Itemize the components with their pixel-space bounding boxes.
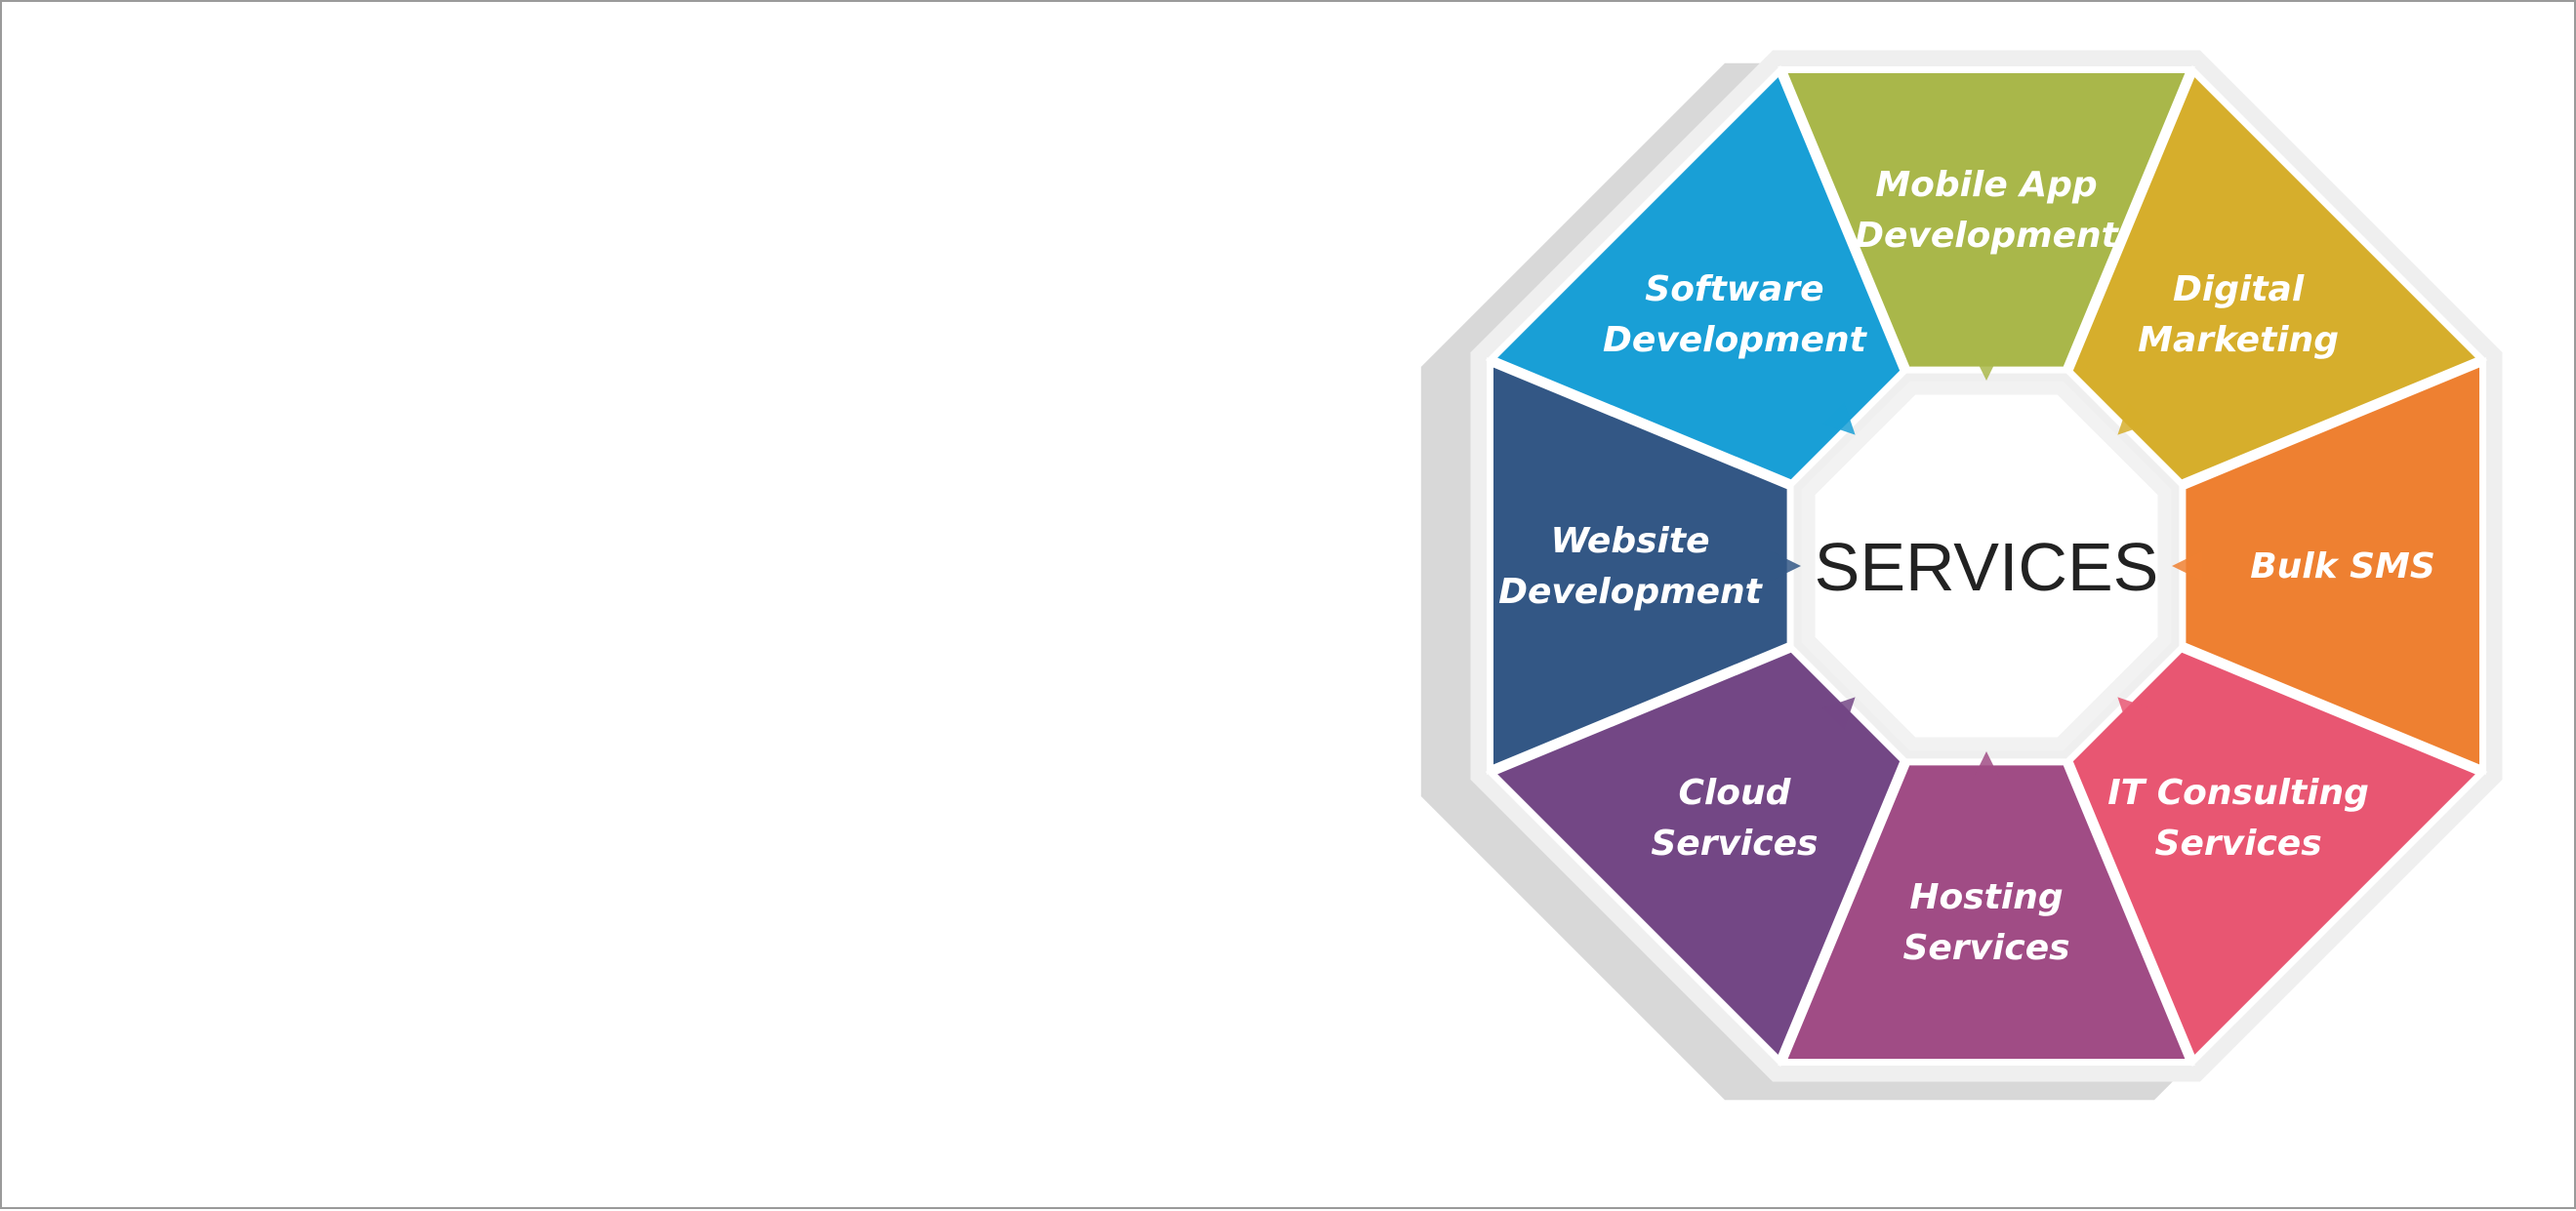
label-hosting-services-line-1: Hosting — [1909, 877, 2063, 917]
label-software-development-line-1: Software — [1645, 269, 1823, 309]
segment-it-consulting-services — [2065, 644, 2488, 1068]
segment-bulk-sms — [2179, 357, 2486, 775]
segment-software-development — [1485, 64, 1908, 488]
label-cloud-services-line-1: Cloud — [1678, 773, 1791, 813]
pointer-website-development — [1770, 550, 1801, 582]
segment-cloud-services — [1485, 644, 1908, 1068]
label-it-consulting-services-line-1: IT Consulting — [2107, 773, 2369, 813]
label-website-development-line-1: Website — [1551, 521, 1710, 561]
label-mobile-app-development-line-2: Development — [1855, 216, 2120, 256]
pointer-software-development — [1822, 402, 1856, 435]
label-software-development-line-2: Development — [1603, 320, 1868, 360]
label-cloud-services-line-2: Services — [1651, 824, 1818, 864]
label-digital-marketing-line-2: Marketing — [2138, 320, 2339, 360]
pointer-bulk-sms — [2172, 550, 2203, 582]
pointer-mobile-app-development — [1971, 349, 2002, 381]
label-it-consulting-services-line-2: Services — [2155, 824, 2322, 864]
pointer-it-consulting-services — [2117, 697, 2150, 730]
label-bulk-sms: Bulk SMS — [2250, 546, 2435, 586]
segment-mobile-app-development — [1778, 66, 2195, 374]
pointer-cloud-services — [1822, 697, 1856, 730]
pointer-digital-marketing — [2117, 402, 2150, 435]
segment-website-development — [1487, 357, 1794, 775]
center-octagon — [1815, 394, 2158, 738]
center-label: SERVICES — [1815, 529, 2159, 605]
label-hosting-services-line-2: Services — [1902, 928, 2069, 968]
segment-digital-marketing — [2065, 64, 2488, 488]
label-website-development-line-2: Development — [1498, 572, 1764, 612]
segment-hosting-services — [1778, 758, 2195, 1066]
label-digital-marketing-line-1: Digital — [2173, 269, 2305, 309]
label-mobile-app-development-line-1: Mobile App — [1875, 165, 2097, 205]
pointer-hosting-services — [1971, 751, 2002, 783]
